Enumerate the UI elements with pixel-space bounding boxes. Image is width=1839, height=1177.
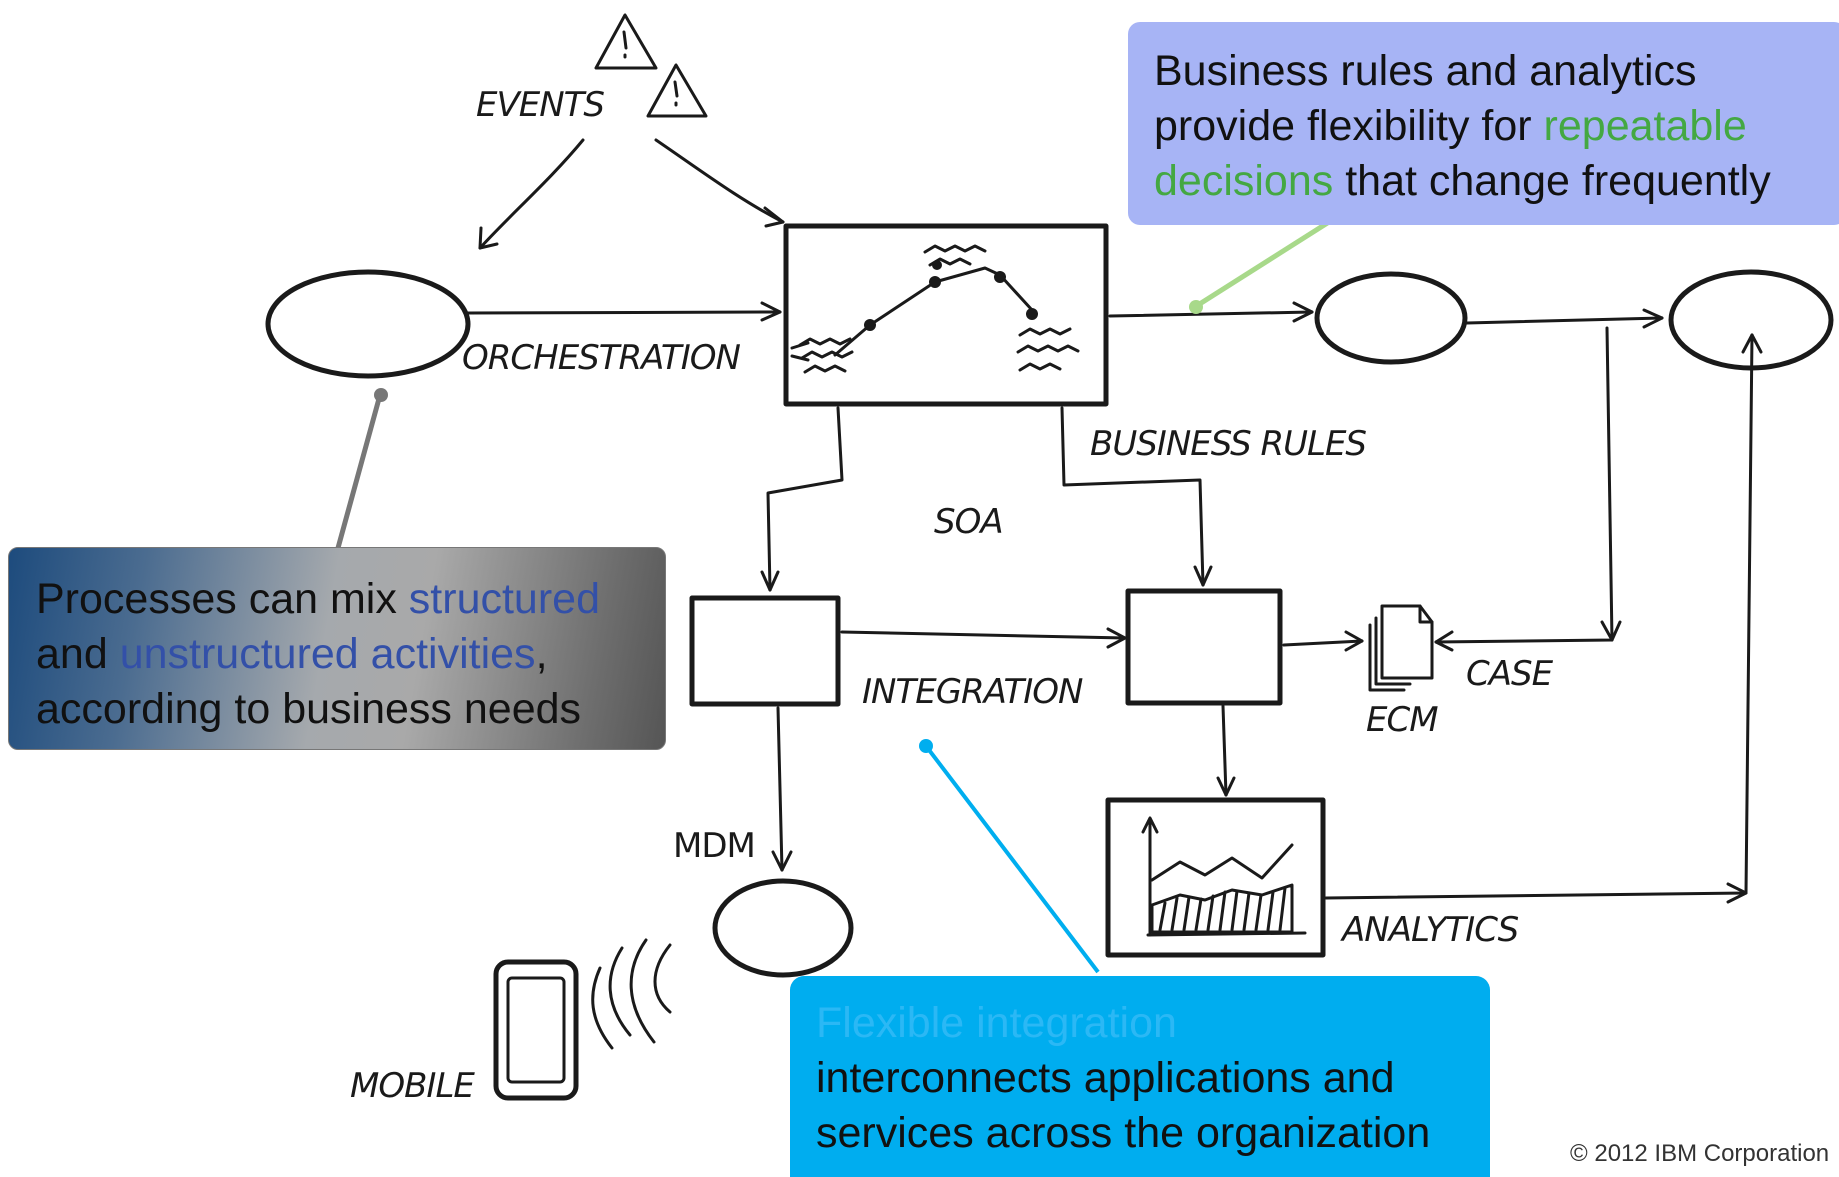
callout-line: according to business needs xyxy=(36,685,582,733)
callout-highlight: Flexible integration xyxy=(816,999,1177,1047)
label-ecm: ECM xyxy=(1366,700,1439,740)
callout-highlight: structured xyxy=(408,575,600,623)
events-arrow-left xyxy=(478,138,585,250)
label-mobile: MOBILE xyxy=(350,1066,475,1106)
processes-connector xyxy=(335,388,388,549)
analytics-chart-box xyxy=(1105,797,1326,958)
arrow-to-integration-left xyxy=(760,406,844,592)
arrow-to-case xyxy=(1434,326,1622,652)
callout-highlight: unstructured activities xyxy=(119,630,536,678)
documents-icon xyxy=(1368,604,1434,692)
callout-line: Business rules and analytics xyxy=(1154,47,1697,95)
callout-line: and unstructured activities, xyxy=(36,627,638,682)
callout-highlight: decisions xyxy=(1154,157,1334,205)
callout-text: and xyxy=(36,630,120,678)
business-rules-callout: Business rules and analytics provide fle… xyxy=(1128,22,1839,225)
arrow-to-rules-ellipse xyxy=(1108,301,1314,323)
arrow-integration xyxy=(840,627,1127,649)
callout-line: decisions that change frequently xyxy=(1154,154,1820,209)
label-orchestration: ORCHESTRATION xyxy=(462,338,741,378)
arrow-to-orchestration xyxy=(466,301,782,322)
callout-text: Processes can mix xyxy=(36,575,409,623)
callout-text: , xyxy=(535,630,548,678)
integration-callout: Flexible integration interconnects appli… xyxy=(790,976,1490,1177)
label-integration: INTEGRATION xyxy=(862,672,1083,712)
arrow-analytics-to-end xyxy=(1324,333,1763,904)
copyright-notice: © 2012 IBM Corporation xyxy=(1570,1140,1830,1167)
label-case: CASE xyxy=(1466,654,1553,694)
arrow-to-ecm xyxy=(1282,630,1364,652)
integration-box-left xyxy=(689,595,841,707)
label-events: EVENTS xyxy=(476,85,605,125)
warning-icon xyxy=(594,13,658,70)
label-soa: SOA xyxy=(934,502,1004,542)
callout-line: provide flexibility for repeatable xyxy=(1154,99,1820,154)
callout-line: services across the organization xyxy=(816,1109,1431,1157)
arrow-to-analytics xyxy=(1216,704,1236,797)
label-analytics: ANALYTICS xyxy=(1342,910,1519,950)
callout-text: provide flexibility for xyxy=(1154,102,1544,150)
mdm-ellipse xyxy=(712,878,854,978)
label-mdm: MDM xyxy=(673,826,756,866)
callout-text: that change frequently xyxy=(1333,157,1771,205)
callout-highlight: repeatable xyxy=(1543,102,1747,150)
start-process-ellipse xyxy=(265,269,471,379)
integration-connector xyxy=(919,739,1100,974)
decision-ellipse xyxy=(1314,271,1468,365)
mobile-device-icon xyxy=(493,938,672,1101)
callout-line: Processes can mix structured xyxy=(36,572,638,627)
callout-line: interconnects applications and xyxy=(816,1054,1395,1102)
arrow-to-integration-right xyxy=(1060,406,1213,587)
rules-connector xyxy=(1189,212,1342,314)
orchestration-tick xyxy=(790,341,810,362)
events-arrow-right xyxy=(654,138,785,228)
integration-box-right xyxy=(1125,588,1283,706)
arrow-to-end-ellipse xyxy=(1465,308,1664,329)
warning-icon xyxy=(646,63,708,118)
orchestration-box xyxy=(783,223,1109,407)
processes-callout: Processes can mix structured and unstruc… xyxy=(8,547,666,750)
arrow-to-mdm xyxy=(771,706,793,872)
label-business-rules: BUSINESS RULES xyxy=(1090,424,1367,464)
